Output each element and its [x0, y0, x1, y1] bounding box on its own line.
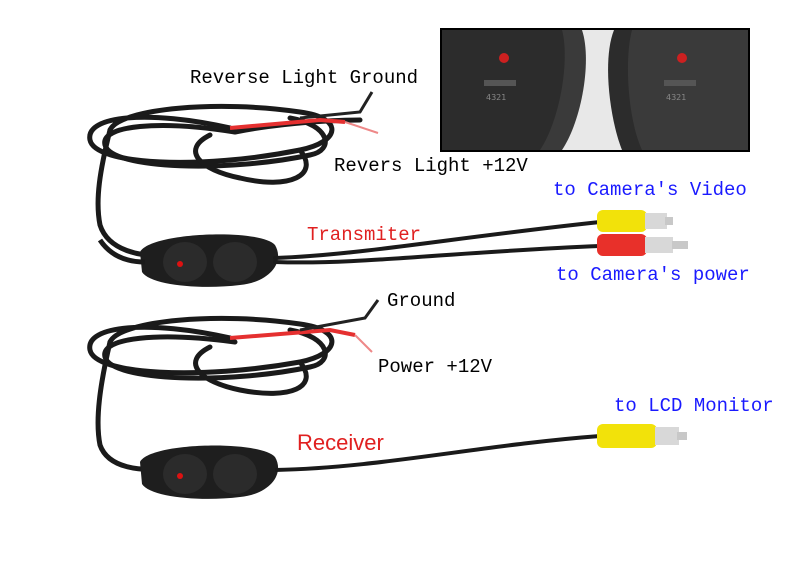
upper-black-wire [299, 91, 374, 120]
label-to-camera-power: to Camera's power [556, 264, 750, 286]
receiver-cable-coil [87, 315, 335, 472]
inset-illustration: 4321 4321 [442, 30, 748, 150]
transmitter-box [97, 234, 279, 287]
label-ground: Ground [387, 290, 456, 312]
closeup-inset: 4321 4321 [440, 28, 750, 152]
receiver-box [140, 445, 279, 499]
label-revers-light-12v: Revers Light +12V [334, 155, 528, 177]
label-transmiter: Transmiter [307, 224, 422, 246]
upper-red-wire-tip [344, 121, 379, 134]
receiver-output-cable [274, 434, 601, 472]
inset-left-code: 4321 [486, 93, 506, 102]
rca-plug-yellow-monitor [597, 424, 687, 448]
label-reverse-light-ground: Reverse Light Ground [190, 67, 419, 89]
lower-black-wire [299, 299, 380, 332]
rca-plug-yellow-video [597, 210, 673, 232]
transmitter-output-cables [273, 220, 602, 265]
upper-red-wire [229, 117, 346, 130]
label-power-12v: Power +12V [378, 356, 493, 378]
inset-right-code: 4321 [666, 93, 686, 102]
label-to-lcd-monitor: to LCD Monitor [614, 395, 774, 417]
lower-red-wire [229, 327, 356, 340]
label-to-camera-video: to Camera's Video [553, 179, 747, 201]
label-receiver: Receiver [297, 430, 384, 455]
rca-plug-red-power [597, 234, 688, 256]
lower-red-wire-tip [354, 334, 373, 353]
